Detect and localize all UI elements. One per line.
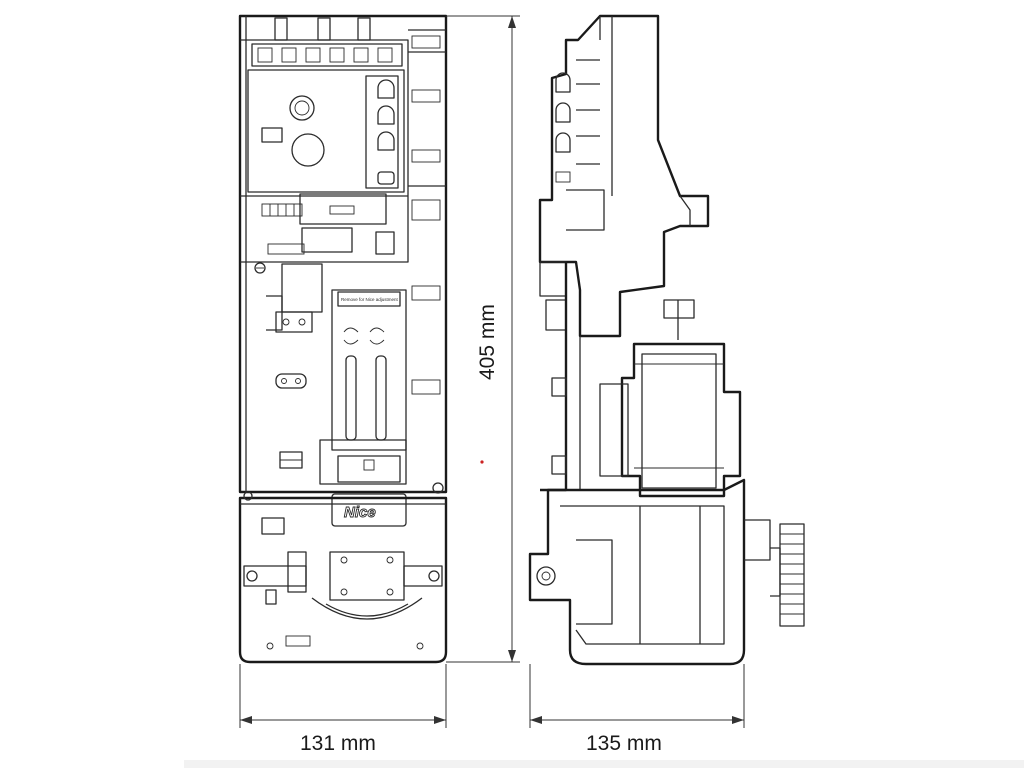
label-plate-text: Remove for Nice adjustment bbox=[341, 297, 399, 302]
side-view bbox=[528, 14, 805, 666]
gearbox-side bbox=[528, 478, 771, 666]
front-width-label: 131 mm bbox=[300, 732, 376, 755]
middle-components bbox=[254, 262, 323, 469]
right-clips bbox=[408, 29, 446, 395]
trimmer-knobs bbox=[261, 79, 395, 185]
output-gear bbox=[770, 523, 805, 627]
central-plate: Remove for Nice adjustment bbox=[319, 289, 407, 485]
height-dimension: 405 mm bbox=[446, 15, 520, 663]
connector-strip bbox=[261, 193, 395, 255]
front-view: Remove for Nice adjustment Nice bbox=[238, 14, 448, 664]
bottom-band bbox=[184, 760, 1024, 768]
height-label: 405 mm bbox=[476, 304, 499, 380]
side-knobs bbox=[555, 72, 571, 183]
center-marker bbox=[480, 460, 484, 464]
front-width-dimension: 131 mm bbox=[239, 664, 447, 755]
side-width-dimension: 135 mm bbox=[529, 664, 745, 755]
top-terminals bbox=[251, 17, 403, 67]
side-width-label: 135 mm bbox=[586, 732, 662, 755]
svg-text:Nice: Nice bbox=[344, 504, 376, 521]
motor-block bbox=[599, 299, 742, 498]
brand-logo: Nice bbox=[331, 493, 407, 527]
gearbox-housing bbox=[238, 482, 448, 664]
